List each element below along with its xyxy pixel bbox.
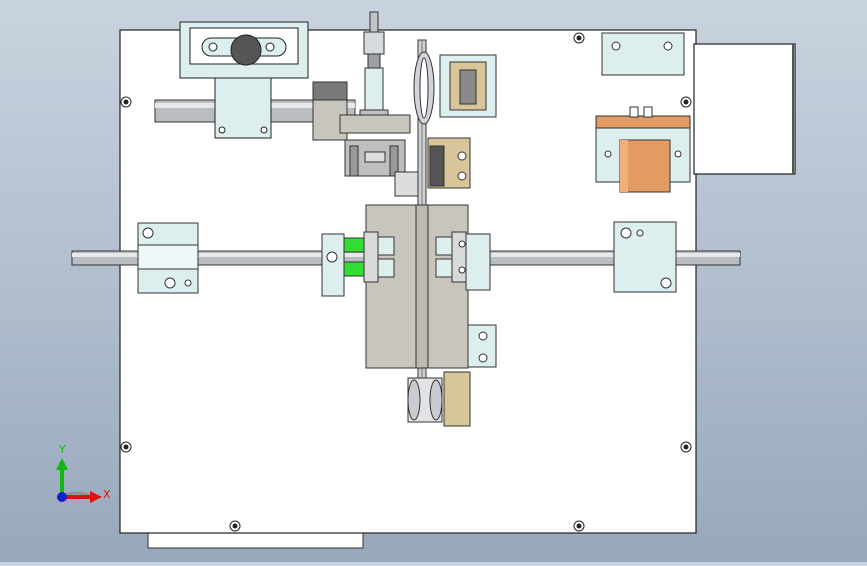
bottom-plate	[147, 531, 364, 549]
lower-pulley	[407, 371, 471, 427]
axis-triad-icon: Y X	[56, 443, 111, 503]
upper-left-bracket	[179, 21, 309, 139]
upper-right-bracket	[601, 32, 685, 76]
plate-screws	[120, 32, 692, 532]
sensor-bracket	[467, 324, 497, 368]
copper-spool-holder	[595, 106, 691, 193]
central-carriage	[365, 204, 469, 369]
upper-bearing-block	[427, 54, 497, 189]
axis-y-label: Y	[58, 443, 66, 456]
axis-x-label: X	[103, 488, 111, 501]
left-pillow-block	[137, 222, 199, 294]
left-clamp	[321, 231, 395, 297]
upper-pulley	[413, 51, 435, 125]
right-clamp	[435, 231, 491, 291]
right-pillow-block	[613, 221, 677, 293]
side-cover	[693, 43, 796, 175]
feed-mechanism	[312, 81, 422, 197]
